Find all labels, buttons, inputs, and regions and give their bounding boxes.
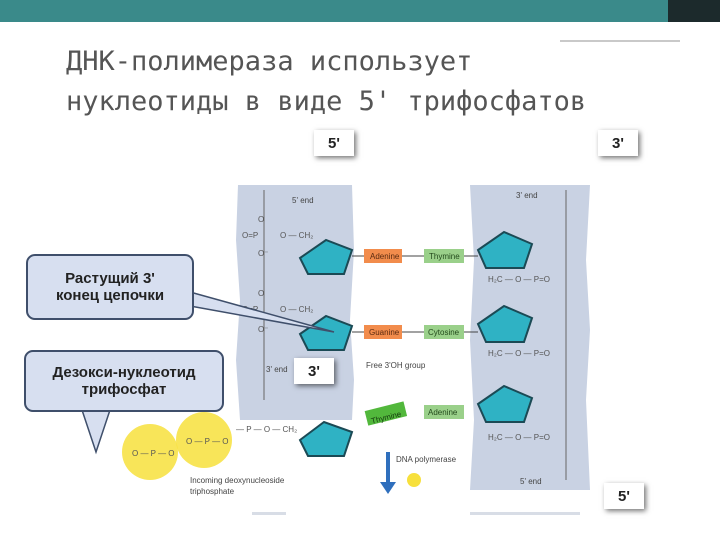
left-chem-7: O — CH₂ [280,305,313,314]
slide-top-bar [0,0,720,22]
incoming-caption-line-1: Incoming deoxynucleoside [190,476,285,485]
base-thymine-right-label: Thymine [429,252,460,261]
callout-dntp-line-2: трифосфат [81,381,167,398]
right-sugar-2 [476,304,534,343]
label-3-prime-top-right: 3' [598,130,638,156]
bottom-rule-2 [470,512,580,515]
left-chem-5: O [258,289,264,298]
slide-title-line-2: нуклеотиды в виде 5' трифосфатов [66,86,587,117]
right-sugar-3 [476,384,534,423]
right-top-end-label: 3' end [516,191,538,200]
base-guanine-left-label: Guanine [369,328,400,337]
label-5-prime-bottom-right: 5' [604,483,644,509]
base-cytosine-right-label: Cytosine [428,328,460,337]
base-cytosine-right [424,325,464,339]
callout-growing-3-end: Растущий 3' конец цепочки [26,254,194,320]
left-chem-1: O [258,215,264,224]
right-bottom-end-label: 5' end [520,477,542,486]
phosphate-circle-2 [176,412,232,468]
base-thymine-right [424,249,464,263]
slide-title: ДНК-полимераза использует нуклеотиды в в… [66,42,626,122]
right-chem-2: H₂C — O — P=O [488,349,550,358]
polymerase-arrow-head [380,482,396,494]
phosphate-circle-1 [122,424,178,480]
slide-top-bar-accent [668,0,720,22]
left-bottom-end-label: 3' end [266,365,288,374]
triphosphate-chem-2: O — P — O [186,437,229,446]
incoming-caption-line-2: triphosphate [190,487,235,496]
slide-title-line-1: ДНК-полимераза использует [66,46,473,77]
incoming-adenine-label: Adenine [428,408,458,417]
base-adenine-left-label: Adenine [370,252,400,261]
title-rule [560,40,680,42]
bottom-rule-1 [252,512,286,515]
dna-polymerase-label: DNA polymerase [396,455,457,464]
callout-growing-line-2: конец цепочки [55,287,165,304]
left-chem-8: O⁻ [258,325,268,334]
left-strand-background [236,185,354,420]
incoming-adenine-pair [424,405,464,419]
base-guanine-left [364,325,402,339]
released-ppi-circle [407,473,421,487]
triphosphate-chem-1: O — P — O [132,449,175,458]
label-5-prime-top-left: 5' [314,130,354,156]
right-chem-1: H₂C — O — P=O [488,275,550,284]
base-adenine-left [364,249,402,263]
label-3-prime-middle: 3' [294,358,334,384]
left-chem-2: O=P [242,231,258,240]
left-chem-3: O — CH₂ [280,231,313,240]
callout-deoxynucleotide-triphosphate: Дезокси-нуклеотид трифосфат [24,350,224,412]
triphosphate-chem-3: — P — O — CH₂ [236,425,297,434]
right-chem-3: H₂C — O — P=O [488,433,550,442]
incoming-sugar [298,420,354,457]
left-chem-4: O⁻ [258,249,268,258]
right-sugar-1 [476,230,534,269]
left-sugar-2 [298,314,354,351]
left-sugar-1 [298,238,354,275]
callout-growing-line-1: Растущий 3' [65,270,155,287]
free-oh-label: Free 3'OH group [366,361,426,370]
left-top-end-label: 5' end [292,196,314,205]
callout-dntp-line-1: Дезокси-нуклеотид [52,364,196,381]
incoming-thymine-base [364,401,408,426]
